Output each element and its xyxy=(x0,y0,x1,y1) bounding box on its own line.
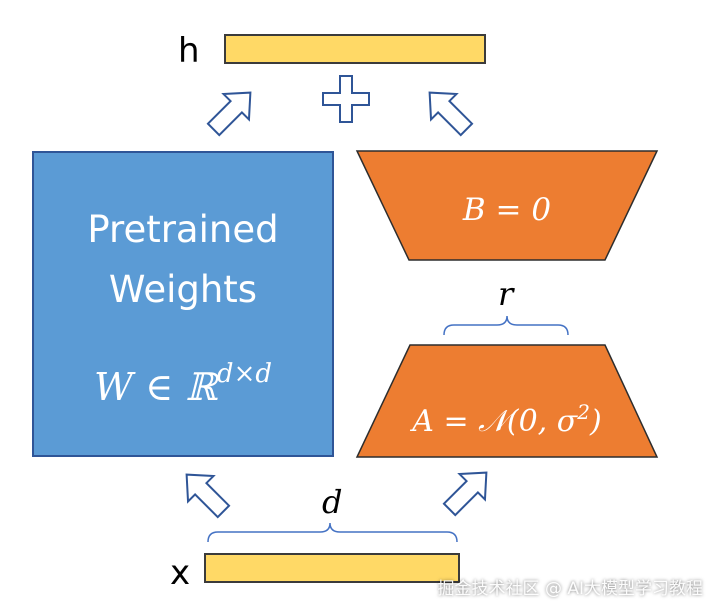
output-label: h xyxy=(178,31,200,71)
matrix-b-trapezoid xyxy=(355,150,659,261)
pretrained-title-line2: Weights xyxy=(108,268,258,311)
plus-sign-icon xyxy=(322,75,370,123)
arrow-weights-to-output-icon xyxy=(206,91,252,137)
matrix-a-formula-main: A = 𝒩(0, σ xyxy=(412,404,578,439)
arrow-input-to-weights-icon xyxy=(185,473,231,519)
output-vector-bar xyxy=(224,34,486,64)
dimension-label: d xyxy=(322,483,343,521)
weight-formula-exponent: d×d xyxy=(216,359,272,389)
input-label: x xyxy=(170,553,191,593)
pretrained-weights-box: Pretrained Weights W ∈ ℝd×d xyxy=(32,151,334,457)
arrow-b-to-output-icon xyxy=(428,91,474,137)
rank-label: r xyxy=(498,275,514,313)
matrix-a-formula: A = 𝒩(0, σ2) xyxy=(357,402,657,437)
rank-brace xyxy=(443,315,569,336)
arrow-input-to-a-icon xyxy=(442,471,488,517)
pretrained-title-line1: Pretrained xyxy=(87,208,279,251)
matrix-a-formula-exponent: 2 xyxy=(577,400,590,424)
input-vector-bar xyxy=(204,553,460,583)
dimension-brace xyxy=(207,522,458,543)
weight-formula-base: W ∈ ℝ xyxy=(93,365,217,409)
matrix-b-formula: B = 0 xyxy=(462,192,552,228)
matrix-a-formula-end: ) xyxy=(589,404,602,439)
watermark: 掘金技术社区 @ AI大模型学习教程 xyxy=(437,579,703,599)
weight-formula: W ∈ ℝd×d xyxy=(34,361,332,406)
matrix-a-trapezoid xyxy=(355,344,659,458)
